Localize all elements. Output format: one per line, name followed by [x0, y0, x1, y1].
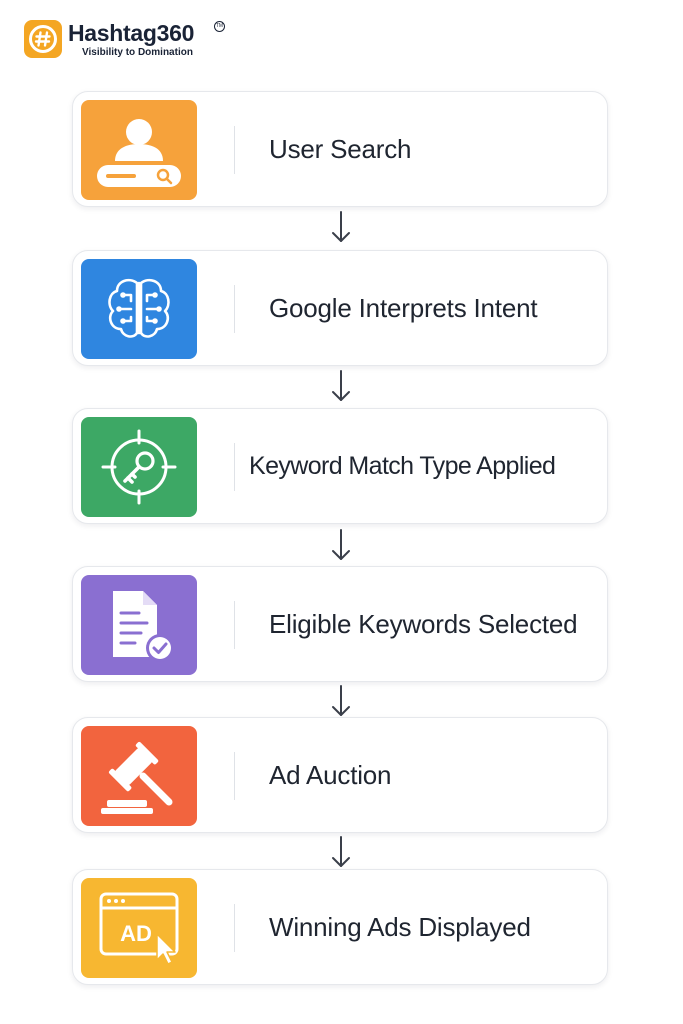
step-label: Winning Ads Displayed — [269, 912, 531, 942]
step-divider — [234, 904, 235, 952]
step-label: Eligible Keywords Selected — [269, 609, 578, 639]
brand-tagline: Visibility to Domination — [82, 47, 193, 58]
step-divider — [234, 285, 235, 333]
arrow-down-icon — [332, 211, 350, 242]
step-label: User Search — [269, 134, 412, 164]
step-label: Ad Auction — [269, 760, 392, 790]
step-divider — [234, 126, 235, 174]
arrow-down-icon — [332, 685, 350, 716]
brand-name: Hashtag360 — [68, 20, 195, 46]
flow-step-google-interprets-intent: Google Interprets Intent — [72, 250, 608, 366]
brand-logo: Hashtag360 TM Visibility to Domination — [22, 19, 242, 63]
flow-step-eligible-keywords: Eligible Keywords Selected — [72, 566, 608, 682]
arrow-down-icon — [332, 370, 350, 401]
trademark-mark: TM — [214, 21, 225, 32]
flow-step-keyword-match-type: Keyword Match Type Applied — [72, 408, 608, 524]
user-search-icon — [81, 100, 197, 200]
ad-icon-text: AD — [120, 921, 152, 946]
step-divider — [234, 752, 235, 800]
arrow-down-icon — [332, 836, 350, 867]
step-label: Keyword Match Type Applied — [249, 452, 556, 480]
step-divider — [234, 443, 235, 491]
flow-step-user-search: User Search — [72, 91, 608, 207]
document-check-icon — [81, 575, 197, 675]
target-key-icon — [81, 417, 197, 517]
step-label: Google Interprets Intent — [269, 293, 538, 323]
step-divider — [234, 601, 235, 649]
hashtag-logo-icon — [24, 20, 62, 58]
gavel-icon — [81, 726, 197, 826]
arrow-down-icon — [332, 529, 350, 560]
flow-step-winning-ads: AD Winning Ads Displayed — [72, 869, 608, 985]
ad-browser-icon: AD — [81, 878, 197, 978]
flow-step-ad-auction: Ad Auction — [72, 717, 608, 833]
brain-circuit-icon — [81, 259, 197, 359]
